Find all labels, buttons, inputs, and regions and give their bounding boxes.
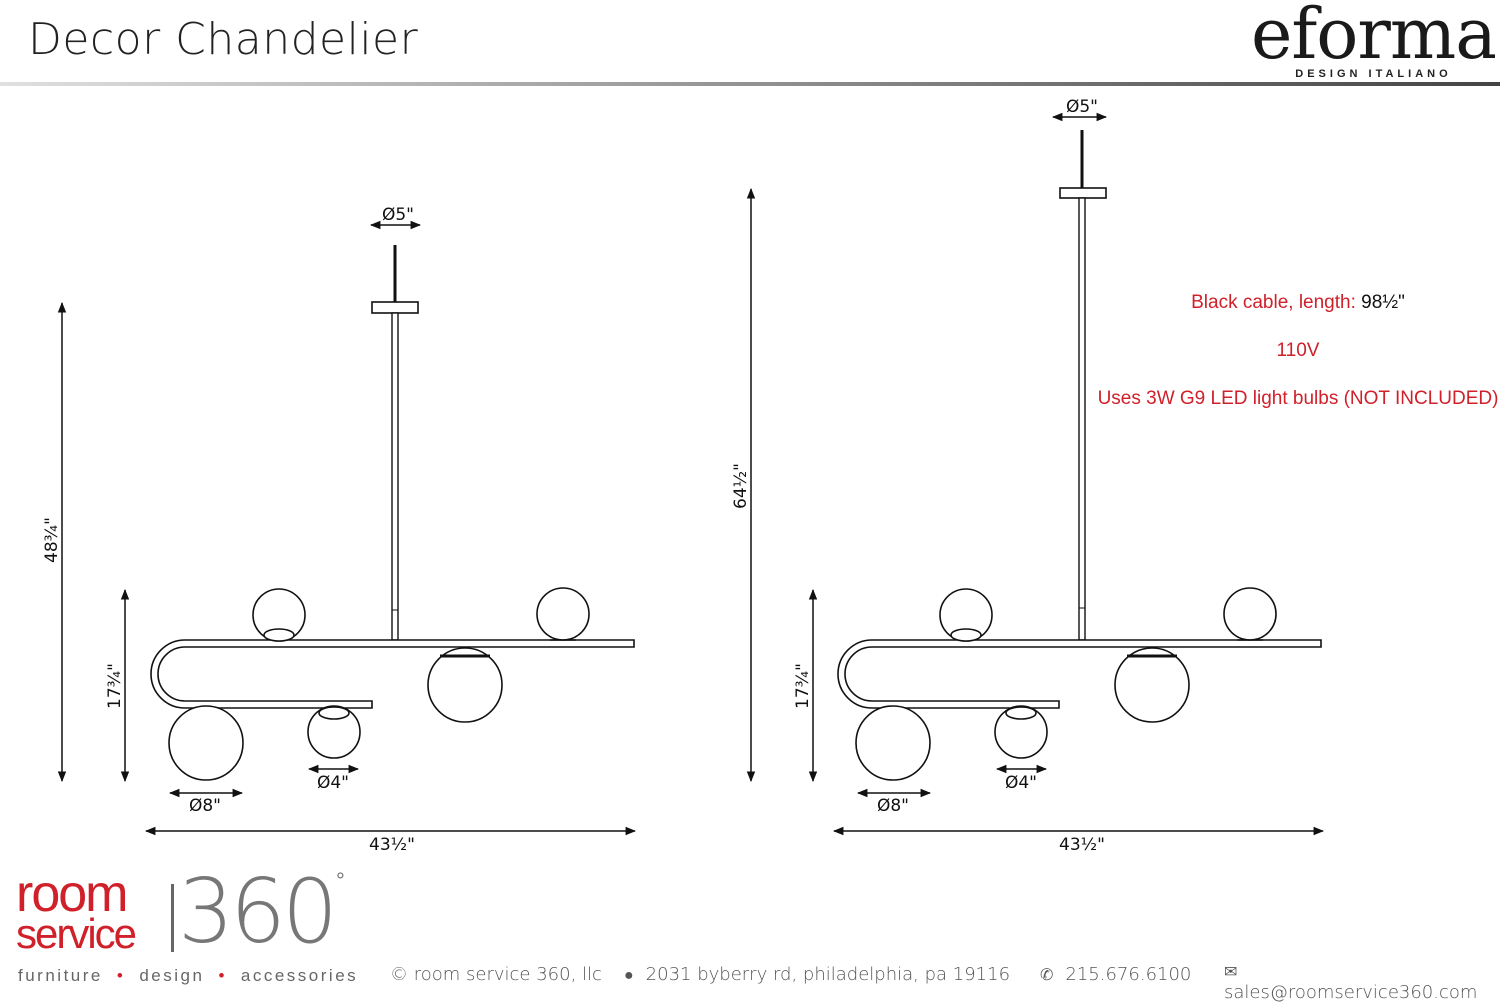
logo-divider	[171, 884, 174, 952]
address-text: 2031 byberry rd, philadelphia, pa 19116	[645, 964, 1011, 985]
right-large-globe-dim: Ø8"	[877, 796, 909, 816]
brand-subtitle: DESIGN ITALIANO	[1295, 68, 1452, 80]
email-link[interactable]: sales@roomservice360.com	[1224, 982, 1478, 1003]
brand-wordmark: eforma	[1250, 0, 1497, 75]
left-chandelier-drawing: Ø5" 48¾" 17¾" Ø8" Ø4" 43½"	[42, 205, 637, 855]
cable-label: Black cable, length:	[1191, 292, 1362, 313]
right-width-dim: 43½"	[1059, 835, 1105, 855]
left-small-globe-dim: Ø4"	[317, 773, 349, 793]
cable-note: Black cable, length: 98½"	[1088, 292, 1500, 314]
address: ● 2031 byberry rd, philadelphia, pa 19116	[624, 964, 1010, 985]
bulb-note: Uses 3W G9 LED light bulbs (NOT INCLUDED…	[1097, 388, 1499, 409]
tag-separator: •	[218, 966, 227, 985]
tag-separator: •	[116, 966, 126, 985]
phone: ✆ 215.676.6100	[1040, 964, 1191, 985]
right-height-dim: 64½"	[731, 463, 751, 509]
logo-service: service	[16, 910, 137, 957]
copyright: © room service 360, llc	[390, 964, 602, 985]
phone-icon: ✆	[1040, 965, 1054, 984]
logo-room: room	[16, 865, 128, 923]
voltage-note: 110V	[1276, 340, 1320, 361]
logo-degree: °	[336, 868, 345, 893]
map-pin-icon: ●	[624, 965, 634, 984]
left-canopy-dim: Ø5"	[382, 205, 414, 225]
header-divider	[0, 82, 1500, 86]
phone-text: 215.676.6100	[1065, 964, 1192, 985]
eforma-logo: eforma DESIGN ITALIANO	[1250, 0, 1497, 80]
page-title: Decor Chandelier	[28, 14, 419, 65]
left-width-dim: 43½"	[369, 835, 415, 855]
tag-design: design	[139, 966, 205, 985]
tag-accessories: accessories	[240, 966, 359, 985]
tagline: furniture • design • accessories	[18, 966, 358, 986]
email[interactable]: ✉sales@roomservice360.com	[1224, 961, 1500, 1003]
right-body-height-dim: 17¾"	[793, 663, 813, 709]
envelope-icon: ✉	[1224, 962, 1238, 981]
left-body-height-dim: 17¾"	[105, 663, 125, 709]
right-canopy-dim: Ø5"	[1066, 97, 1098, 117]
tag-furniture: furniture	[18, 966, 103, 985]
left-height-dim: 48¾"	[42, 517, 62, 563]
right-small-globe-dim: Ø4"	[1005, 773, 1037, 793]
cable-value: 98½"	[1361, 292, 1405, 313]
left-large-globe-dim: Ø8"	[189, 796, 221, 816]
right-chandelier-drawing: Ø5" 64½" 17¾" Ø8" Ø4" 43½"	[731, 97, 1325, 855]
logo-360: 360	[178, 860, 338, 963]
